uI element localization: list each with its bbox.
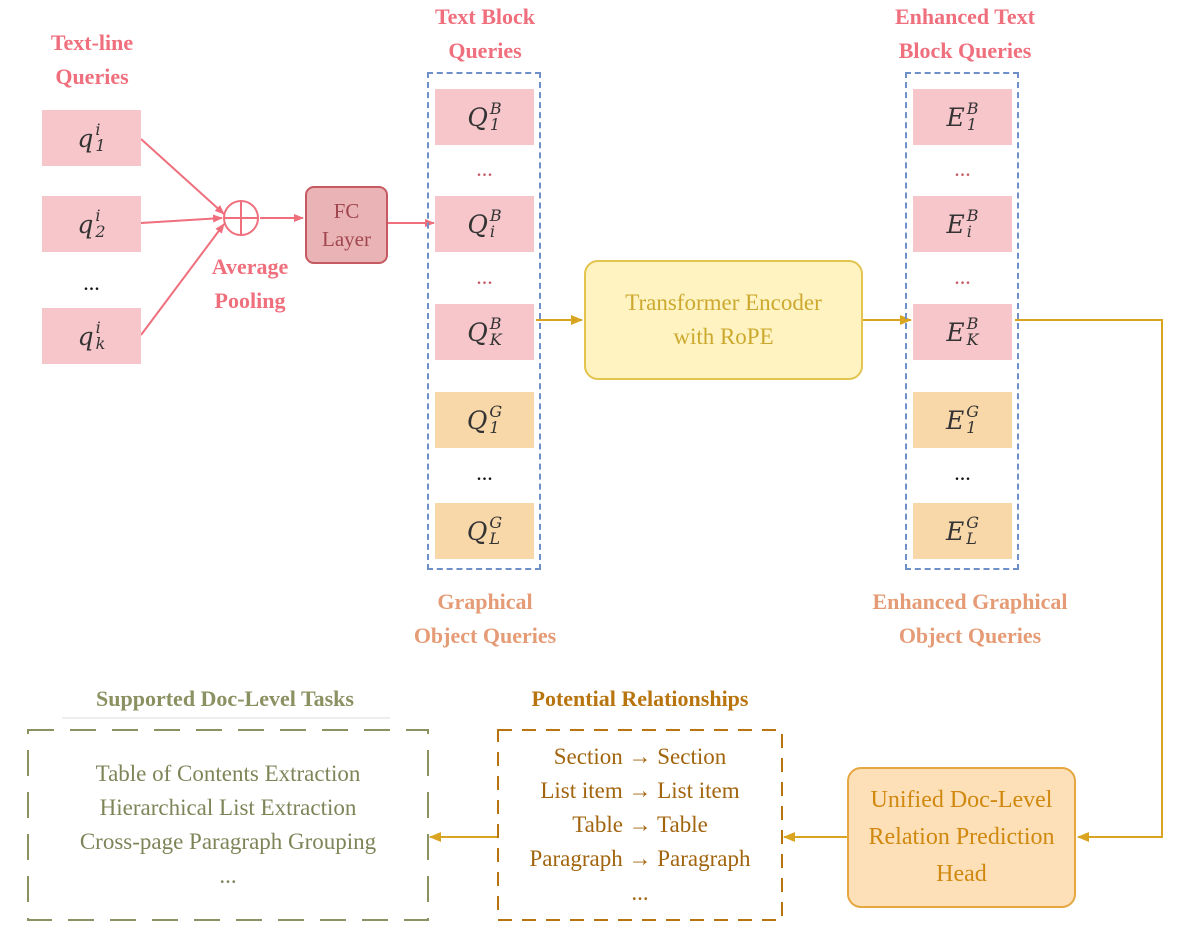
block-ellipsis: ... bbox=[476, 264, 493, 289]
block-ellipsis: ... bbox=[476, 156, 493, 181]
relationship-item: Section → Section bbox=[553, 744, 727, 769]
task-item: Table of Contents Extraction bbox=[95, 761, 361, 786]
enhanced-graphical-object-queries-header: Enhanced Graphical Object Queries bbox=[872, 589, 1068, 648]
enhanced-block-ellipsis: ... bbox=[954, 264, 971, 289]
arrow-q2-to-pool bbox=[140, 214, 223, 224]
potential-relationships-header: Potential Relationships bbox=[531, 686, 749, 711]
enhanced-text-block-queries-header: Enhanced Text Block Queries bbox=[895, 4, 1035, 63]
average-pooling-icon bbox=[223, 200, 259, 236]
enhanced-block-ellipsis: ... bbox=[954, 156, 971, 181]
task-item: Hierarchical List Extraction bbox=[99, 795, 357, 820]
graphical-object-queries-header: Graphical Object Queries bbox=[413, 589, 557, 648]
supported-tasks-header: Supported Doc-Level Tasks bbox=[96, 686, 354, 711]
fc-layer-box: FC Layer bbox=[305, 186, 388, 264]
transformer-encoder-box: Transformer Encoder with RoPE bbox=[584, 260, 863, 380]
text-block-queries-header: Text Block Queries bbox=[434, 4, 536, 63]
relationships-panel: Section → Section List item → List item … bbox=[498, 730, 782, 920]
graphical-ellipsis: ... bbox=[476, 460, 493, 485]
task-item: Cross-page Paragraph Grouping bbox=[79, 829, 377, 854]
average-pooling-label: Average Pooling bbox=[211, 254, 289, 313]
arrow-q1-to-pool bbox=[140, 138, 225, 215]
relation-prediction-head-box: Unified Doc-Level Relation Prediction He… bbox=[847, 767, 1076, 908]
enhanced-graphical-ellipsis: ... bbox=[954, 460, 971, 485]
relationships-panel-border bbox=[497, 729, 783, 921]
relationship-item: Paragraph → Paragraph bbox=[529, 846, 751, 871]
arrow-qk-to-pool bbox=[140, 223, 225, 336]
textline-ellipsis: ... bbox=[83, 270, 100, 295]
arrow-enhanced-to-head bbox=[1015, 319, 1163, 842]
tasks-panel: Table of Contents Extraction Hierarchica… bbox=[28, 730, 428, 920]
block-queries-column bbox=[427, 72, 541, 570]
enhanced-queries-column bbox=[905, 72, 1019, 570]
textline-queries-header: Text-line Queries bbox=[50, 30, 134, 89]
relationship-item: List item → List item bbox=[540, 778, 740, 803]
relationship-item: Table → Table bbox=[572, 812, 708, 837]
task-item: ... bbox=[219, 863, 237, 888]
relationship-item: ... bbox=[631, 880, 649, 905]
